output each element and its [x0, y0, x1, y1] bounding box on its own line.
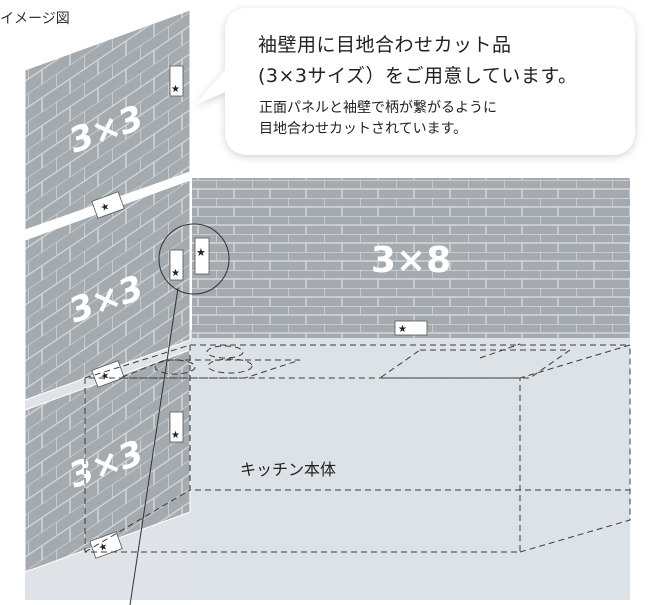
svg-text:★: ★ — [196, 246, 206, 259]
bubble-subtext-line1: 正面パネルと袖壁で柄が繋がるように — [259, 100, 497, 116]
label-tag-icon: ★ — [169, 411, 184, 443]
label-tag-icon: ★ — [169, 65, 184, 97]
svg-text:★: ★ — [97, 541, 109, 554]
label-tag-icon: ★ — [91, 191, 125, 219]
kitchen-body-outline — [84, 343, 631, 553]
diagram-caption: イメージ図 — [0, 11, 70, 27]
leader-line — [129, 287, 179, 605]
bubble-heading-line2: (3×3サイズ）をご用意しています。 — [258, 65, 578, 87]
label-tag-icon: ★ — [91, 360, 125, 388]
side-panel-bottom — [24, 349, 191, 573]
bubble-subtext-line2: 目地合わせカットされています。 — [259, 121, 468, 137]
svg-text:★: ★ — [99, 370, 111, 383]
label-tag-icon: ★ — [194, 237, 210, 275]
front-panel-label: 3×8 — [371, 240, 451, 281]
label-tag-icon: ★ — [394, 320, 428, 336]
label-tag-icon: ★ — [169, 249, 184, 281]
bubble-heading-line1: 袖壁用に目地合わせカット品 — [258, 34, 512, 56]
detail-highlight-circle — [158, 223, 230, 295]
svg-text:★: ★ — [99, 201, 111, 214]
svg-text:★: ★ — [398, 324, 407, 335]
kitchen-body-label: キッチン本体 — [240, 460, 337, 479]
front-panel — [192, 178, 630, 338]
svg-text:★: ★ — [171, 84, 180, 95]
svg-text:★: ★ — [171, 430, 180, 441]
side-panel-top — [24, 9, 191, 231]
side-panel-middle — [24, 179, 191, 401]
svg-text:★: ★ — [171, 268, 180, 279]
speech-bubble — [195, 8, 635, 155]
